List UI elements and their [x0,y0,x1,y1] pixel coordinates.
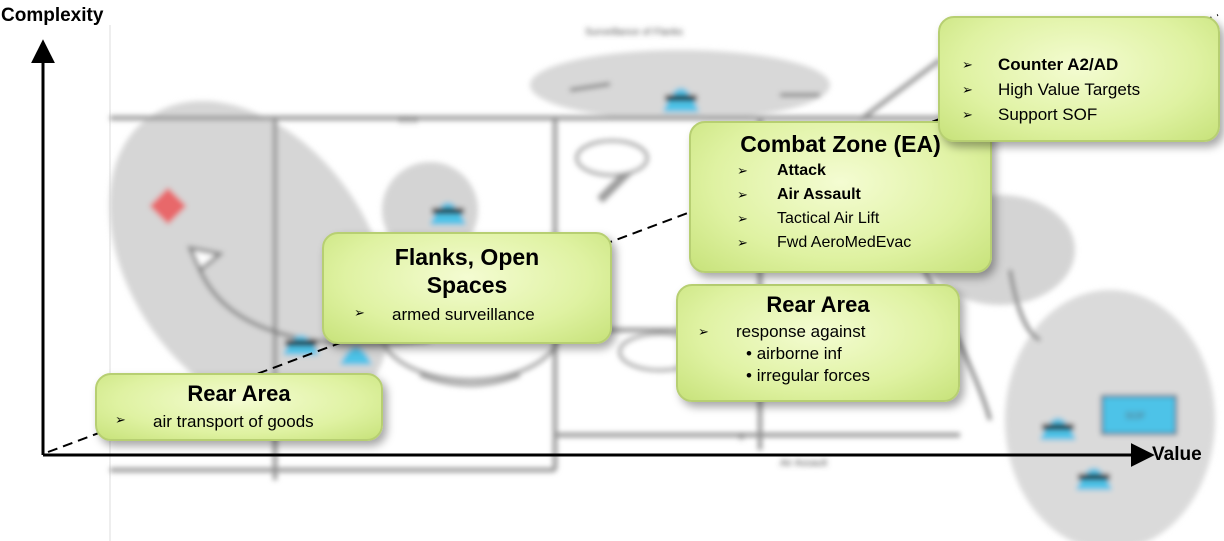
flanks-box: Flanks, Open Spaces ➢armed surveillance [322,232,612,344]
counter-a2ad-item: ➢Support SOF [962,102,1218,127]
flanks-list: ➢armed surveillance [354,305,610,325]
counter-a2ad-list: ➢Counter A2/AD ➢High Value Targets ➢Supp… [962,52,1218,127]
bullet-arrow-icon: ➢ [354,304,365,320]
bullet-arrow-icon: ➢ [737,235,748,251]
x-bg-label: X [738,432,745,443]
rear-area-goods-item: ➢air transport of goods [115,412,314,432]
rear-area-response-title: Rear Area [766,292,870,317]
counter-a2ad-box: ➢Counter A2/AD ➢High Value Targets ➢Supp… [938,16,1220,142]
combat-zone-item: ➢Attack [737,159,990,183]
combat-zone-list: ➢Attack ➢Air Assault ➢Tactical Air Lift … [737,159,990,255]
air-assault-bg-label: Air Assault [780,458,827,469]
bullet-arrow-icon: ➢ [737,211,748,227]
rear-area-response-box: Rear Area ➢response against • airborne i… [676,284,960,402]
enemy-target-marker [149,187,187,225]
surveillance-area-blob [530,50,830,120]
combat-zone-item: ➢Air Assault [737,183,990,207]
drone-icons [283,88,1177,490]
xxx-bg-label: XXX [398,115,418,126]
bullet-arrow-icon: ➢ [962,57,973,72]
flanks-title-line1: Flanks, Open [394,244,540,270]
counter-a2ad-item: ➢Counter A2/AD [962,52,1218,77]
bullet-arrow-icon: ➢ [962,82,973,97]
rear-area-response-list: ➢response against • airborne inf • irreg… [698,321,958,387]
y-axis-label: Complexity [1,5,104,26]
x-axis-label: Value [1152,444,1202,465]
sof-bg-label: SOF [1125,411,1146,422]
rear-area-response-item: ➢response against [698,322,866,342]
rear-area-response-subitem: • irregular forces [746,366,871,386]
counter-a2ad-item: ➢High Value Targets [962,77,1218,102]
combat-zone-title: Combat Zone (EA) [740,131,941,157]
rear-area-response-subitem: • airborne inf [746,344,842,364]
combat-zone-box: Combat Zone (EA) ➢Attack ➢Air Assault ➢T… [689,121,992,273]
flanks-item: ➢armed surveillance [354,304,535,324]
combat-zone-item: ➢Fwd AeroMedEvac [737,231,990,255]
bullet-arrow-icon: ➢ [737,187,748,203]
rear-area-goods-list: ➢air transport of goods [115,412,381,432]
combat-zone-item: ➢Tactical Air Lift [737,207,990,231]
flanks-title-line2: Spaces [426,272,508,299]
bullet-arrow-icon: ➢ [698,324,709,340]
bullet-arrow-icon: ➢ [737,163,748,179]
bullet-arrow-icon: ➢ [962,107,973,122]
bullet-arrow-icon: ➢ [115,412,126,428]
rear-area-goods-title: Rear Area [187,381,291,406]
map-oval-1 [575,139,649,177]
surveillance-bg-label: Surveillance of Flanks [585,27,683,38]
rear-area-goods-box: Rear Area ➢air transport of goods [95,373,383,441]
